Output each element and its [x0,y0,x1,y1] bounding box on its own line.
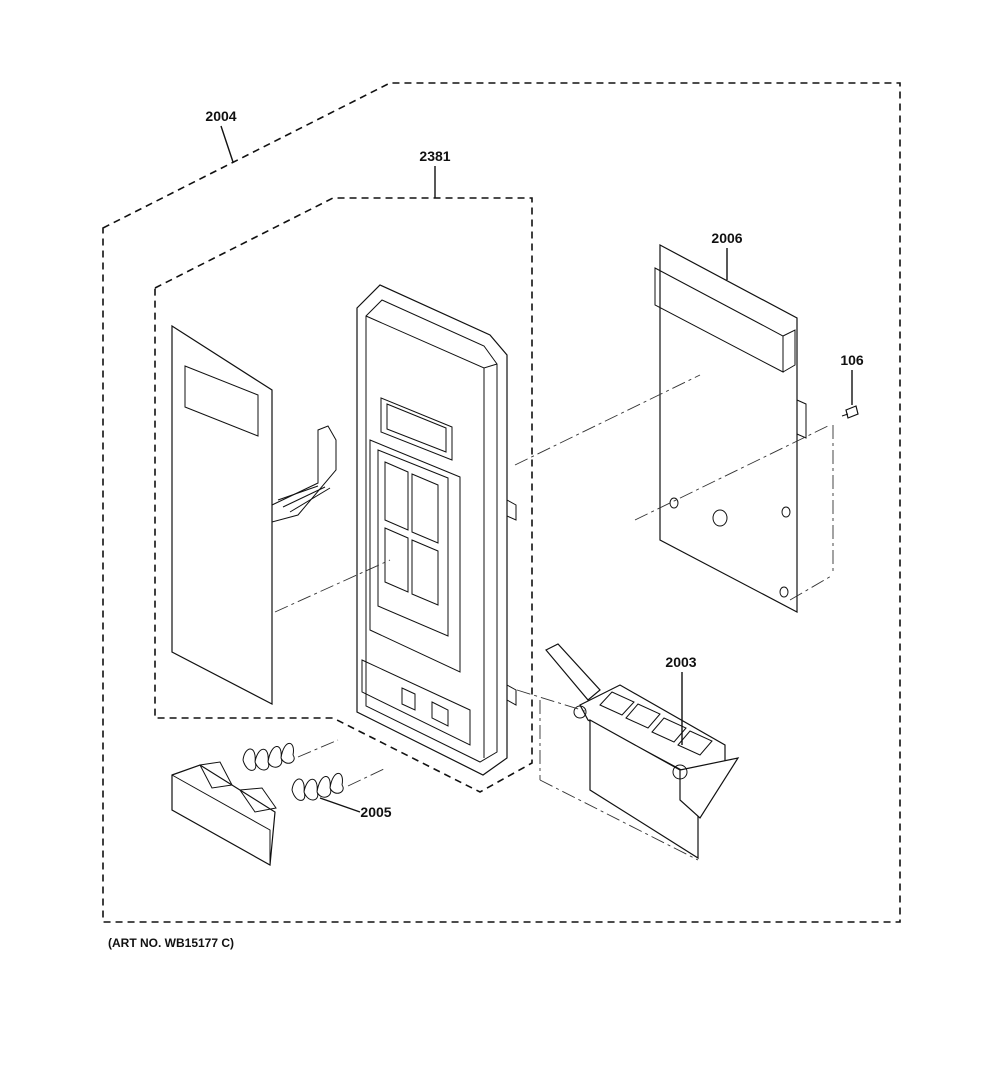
art-number: (ART NO. WB15177 C) [108,936,234,950]
callout-2005: 2005 [360,804,391,820]
callout-106: 106 [840,352,864,368]
callout-2004: 2004 [205,108,236,124]
control-panel-boundary [154,197,533,793]
callout-2006: 2006 [711,230,742,246]
callout-2003: 2003 [665,654,696,670]
springs [242,742,344,801]
callout-2381: 2381 [419,148,450,164]
screw [841,405,859,419]
alignment-lines [274,374,834,861]
keypad-membrane [171,324,337,705]
assembly-kit-boundary [102,82,901,923]
leader-lines [220,125,853,813]
circuit-board [654,244,807,613]
door-latch [545,643,740,860]
push-button [171,761,277,866]
control-panel-frame [356,284,517,776]
